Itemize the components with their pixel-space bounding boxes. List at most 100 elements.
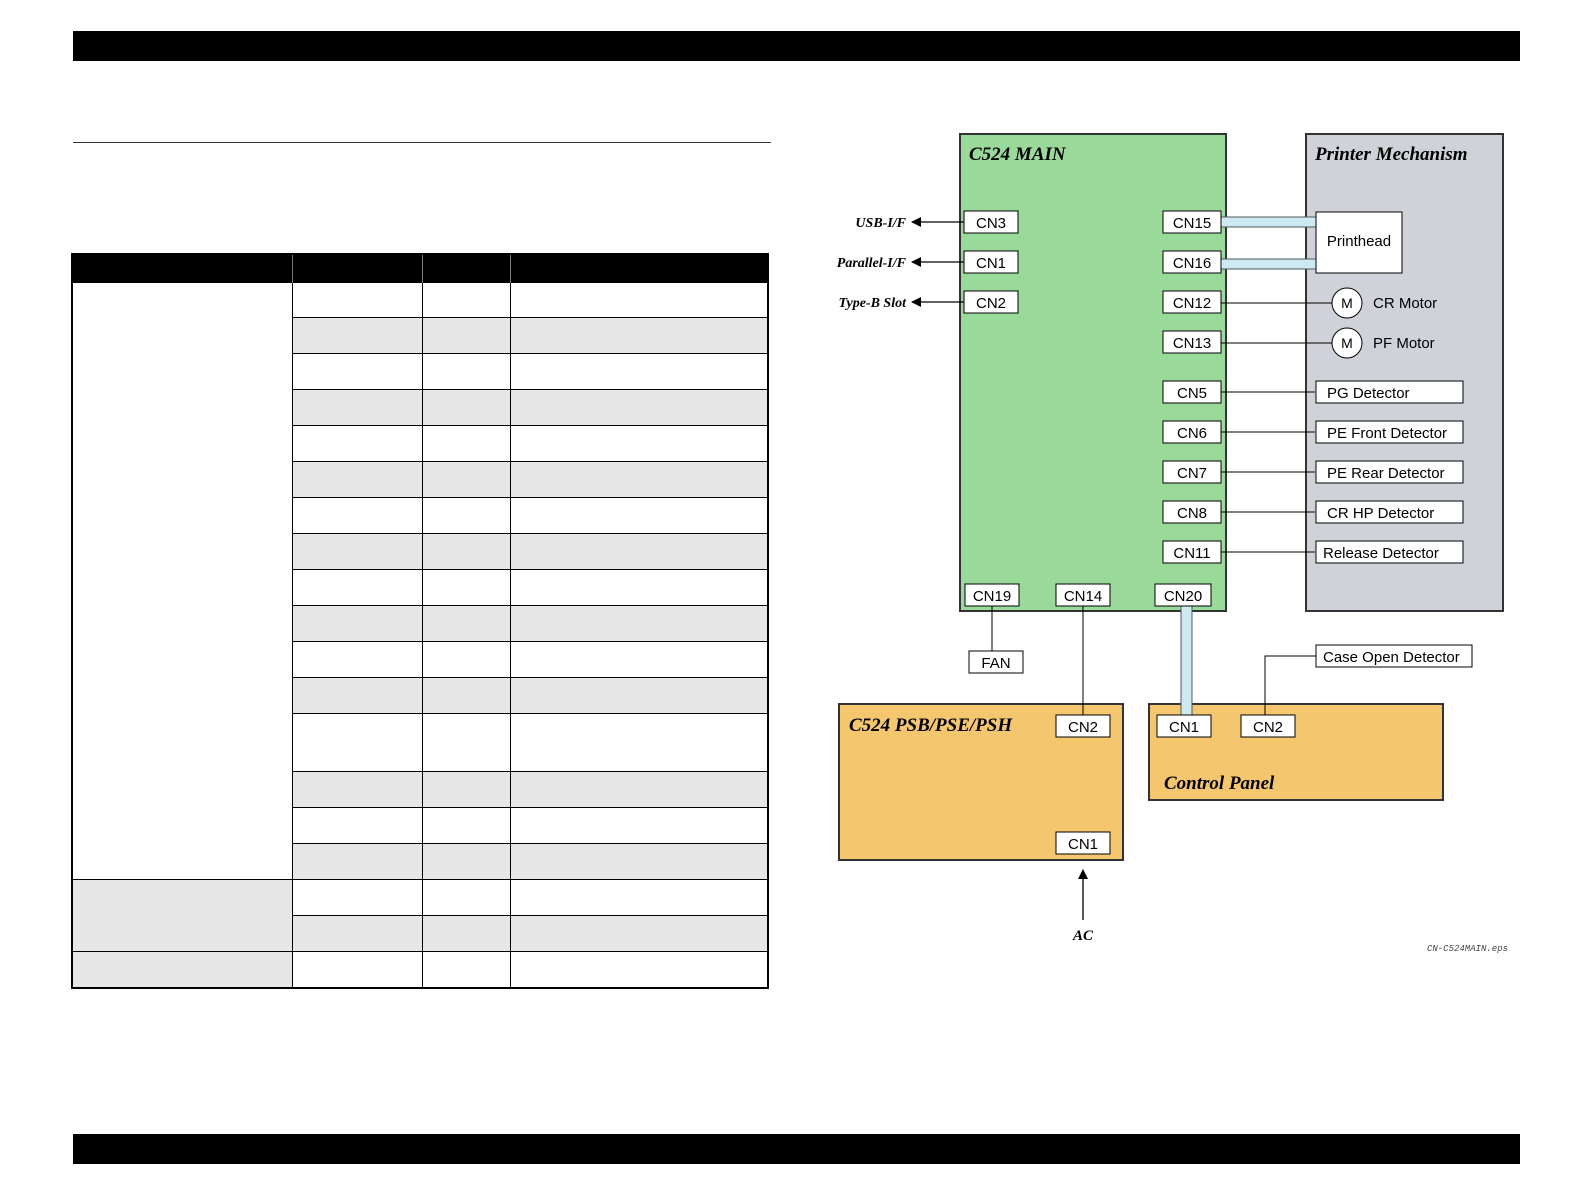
connector-cn20: CN20 <box>1154 583 1212 607</box>
table-row <box>72 807 769 844</box>
svg-text:CN1: CN1 <box>976 255 1006 272</box>
svg-text:Printhead: Printhead <box>1327 233 1391 250</box>
mechanism-title: Printer Mechanism <box>1314 144 1468 165</box>
svg-text:CN14: CN14 <box>1064 588 1102 605</box>
pf-motor: M PF Motor <box>1331 327 1435 359</box>
svg-text:CN1: CN1 <box>1169 719 1199 736</box>
table-row <box>71 951 769 988</box>
ac-label: AC <box>1072 928 1094 944</box>
wires <box>991 302 1332 715</box>
connector-cn5: CN5 <box>1162 380 1222 404</box>
connector-table <box>71 253 769 989</box>
svg-text:PG Detector: PG Detector <box>1327 385 1410 402</box>
svg-text:CN6: CN6 <box>1177 425 1207 442</box>
table-row <box>71 879 769 952</box>
svg-text:CN7: CN7 <box>1177 465 1207 482</box>
printhead: Printhead <box>1315 211 1403 274</box>
connector-cn1: CN1 <box>963 250 1019 274</box>
pe-rear-detector: PE Rear Detector <box>1315 460 1464 484</box>
diagram-filename: CN-C524MAIN.eps <box>1427 944 1508 954</box>
connector-cn7: CN7 <box>1162 460 1222 484</box>
svg-text:FAN: FAN <box>981 655 1010 672</box>
pf-motor-label: PF Motor <box>1373 335 1435 352</box>
connector-cn12: CN12 <box>1162 290 1222 314</box>
connector-cn6: CN6 <box>1162 420 1222 444</box>
motor-icon <box>1331 327 1363 359</box>
power-connector-cn2: CN2 <box>1055 714 1111 738</box>
parallel-label: Parallel-I/F <box>837 256 907 271</box>
top-header-bar <box>73 31 1520 61</box>
cr-motor: M CR Motor <box>1331 287 1437 319</box>
svg-text:CN8: CN8 <box>1177 505 1207 522</box>
pg-detector: PG Detector <box>1315 380 1464 404</box>
table-row <box>72 317 769 354</box>
motor-icon <box>1331 287 1363 319</box>
svg-text:CN19: CN19 <box>973 588 1011 605</box>
connector-cn2: CN2 <box>963 290 1019 314</box>
usb-label: USB-I/F <box>855 216 906 231</box>
svg-text:CN2: CN2 <box>1253 719 1283 736</box>
svg-text:M: M <box>1341 335 1353 351</box>
svg-text:CR HP Detector: CR HP Detector <box>1327 505 1434 522</box>
bottom-footer-bar <box>73 1134 1520 1164</box>
pe-front-detector: PE Front Detector <box>1315 420 1464 444</box>
table-row <box>72 389 769 426</box>
table-group-cell <box>71 282 293 880</box>
table-group-cell <box>71 951 293 988</box>
ribbon-cable-cn16 <box>1220 258 1318 270</box>
table-header-cell <box>509 254 768 283</box>
table-row <box>72 641 769 678</box>
svg-text:CN2: CN2 <box>976 295 1006 312</box>
main-board-title: C524 MAIN <box>969 144 1067 165</box>
table-header-cell <box>421 254 510 283</box>
connector-cn19: CN19 <box>964 583 1020 607</box>
table-row <box>72 843 769 880</box>
connector-cn15: CN15 <box>1162 210 1222 234</box>
table-row <box>72 677 769 714</box>
power-board-title: C524 PSB/PSE/PSH <box>849 715 1013 736</box>
slot-label: Type-B Slot <box>838 296 907 311</box>
table-row <box>72 533 769 570</box>
connector-cn16: CN16 <box>1162 250 1222 274</box>
svg-text:CN13: CN13 <box>1173 335 1211 352</box>
table-header-cell <box>72 254 292 283</box>
svg-text:Release Detector: Release Detector <box>1323 545 1439 562</box>
table-row <box>72 771 769 808</box>
panel-connector-cn1: CN1 <box>1156 714 1212 738</box>
svg-text:Case Open Detector: Case Open Detector <box>1323 649 1460 666</box>
table-header-row <box>72 254 768 283</box>
table-header-cell <box>291 254 422 283</box>
table-row <box>72 461 769 498</box>
table-row <box>72 353 769 390</box>
connector-cn13: CN13 <box>1162 330 1222 354</box>
svg-text:CN15: CN15 <box>1173 215 1211 232</box>
panel-connector-cn2: CN2 <box>1240 714 1296 738</box>
svg-text:CN3: CN3 <box>976 215 1006 232</box>
ribbon-cable-cn20 <box>1180 605 1193 717</box>
table-row <box>72 569 769 606</box>
wire-case-open <box>1264 655 1316 715</box>
svg-text:CN20: CN20 <box>1164 588 1202 605</box>
power-connector-cn1: CN1 <box>1055 831 1111 855</box>
svg-text:PE Rear Detector: PE Rear Detector <box>1327 465 1445 482</box>
connector-cn14: CN14 <box>1055 583 1111 607</box>
svg-text:CN1: CN1 <box>1068 836 1098 853</box>
control-panel-title: Control Panel <box>1164 773 1275 794</box>
svg-text:CN12: CN12 <box>1173 295 1211 312</box>
table-row <box>72 713 769 772</box>
svg-text:CN2: CN2 <box>1068 719 1098 736</box>
svg-text:PE Front Detector: PE Front Detector <box>1327 425 1447 442</box>
table-group-cell <box>71 879 293 952</box>
ribbon-cable-cn15 <box>1220 216 1318 228</box>
table-row <box>71 282 769 880</box>
main-board <box>959 133 1227 612</box>
case-open-detector: Case Open Detector <box>1315 644 1473 668</box>
svg-text:CN11: CN11 <box>1173 545 1210 562</box>
table-row <box>72 497 769 534</box>
cr-motor-label: CR Motor <box>1373 295 1437 312</box>
cr-hp-detector: CR HP Detector <box>1315 500 1464 524</box>
table-row <box>72 605 769 642</box>
release-detector: Release Detector <box>1315 540 1464 564</box>
svg-text:CN16: CN16 <box>1173 255 1211 272</box>
